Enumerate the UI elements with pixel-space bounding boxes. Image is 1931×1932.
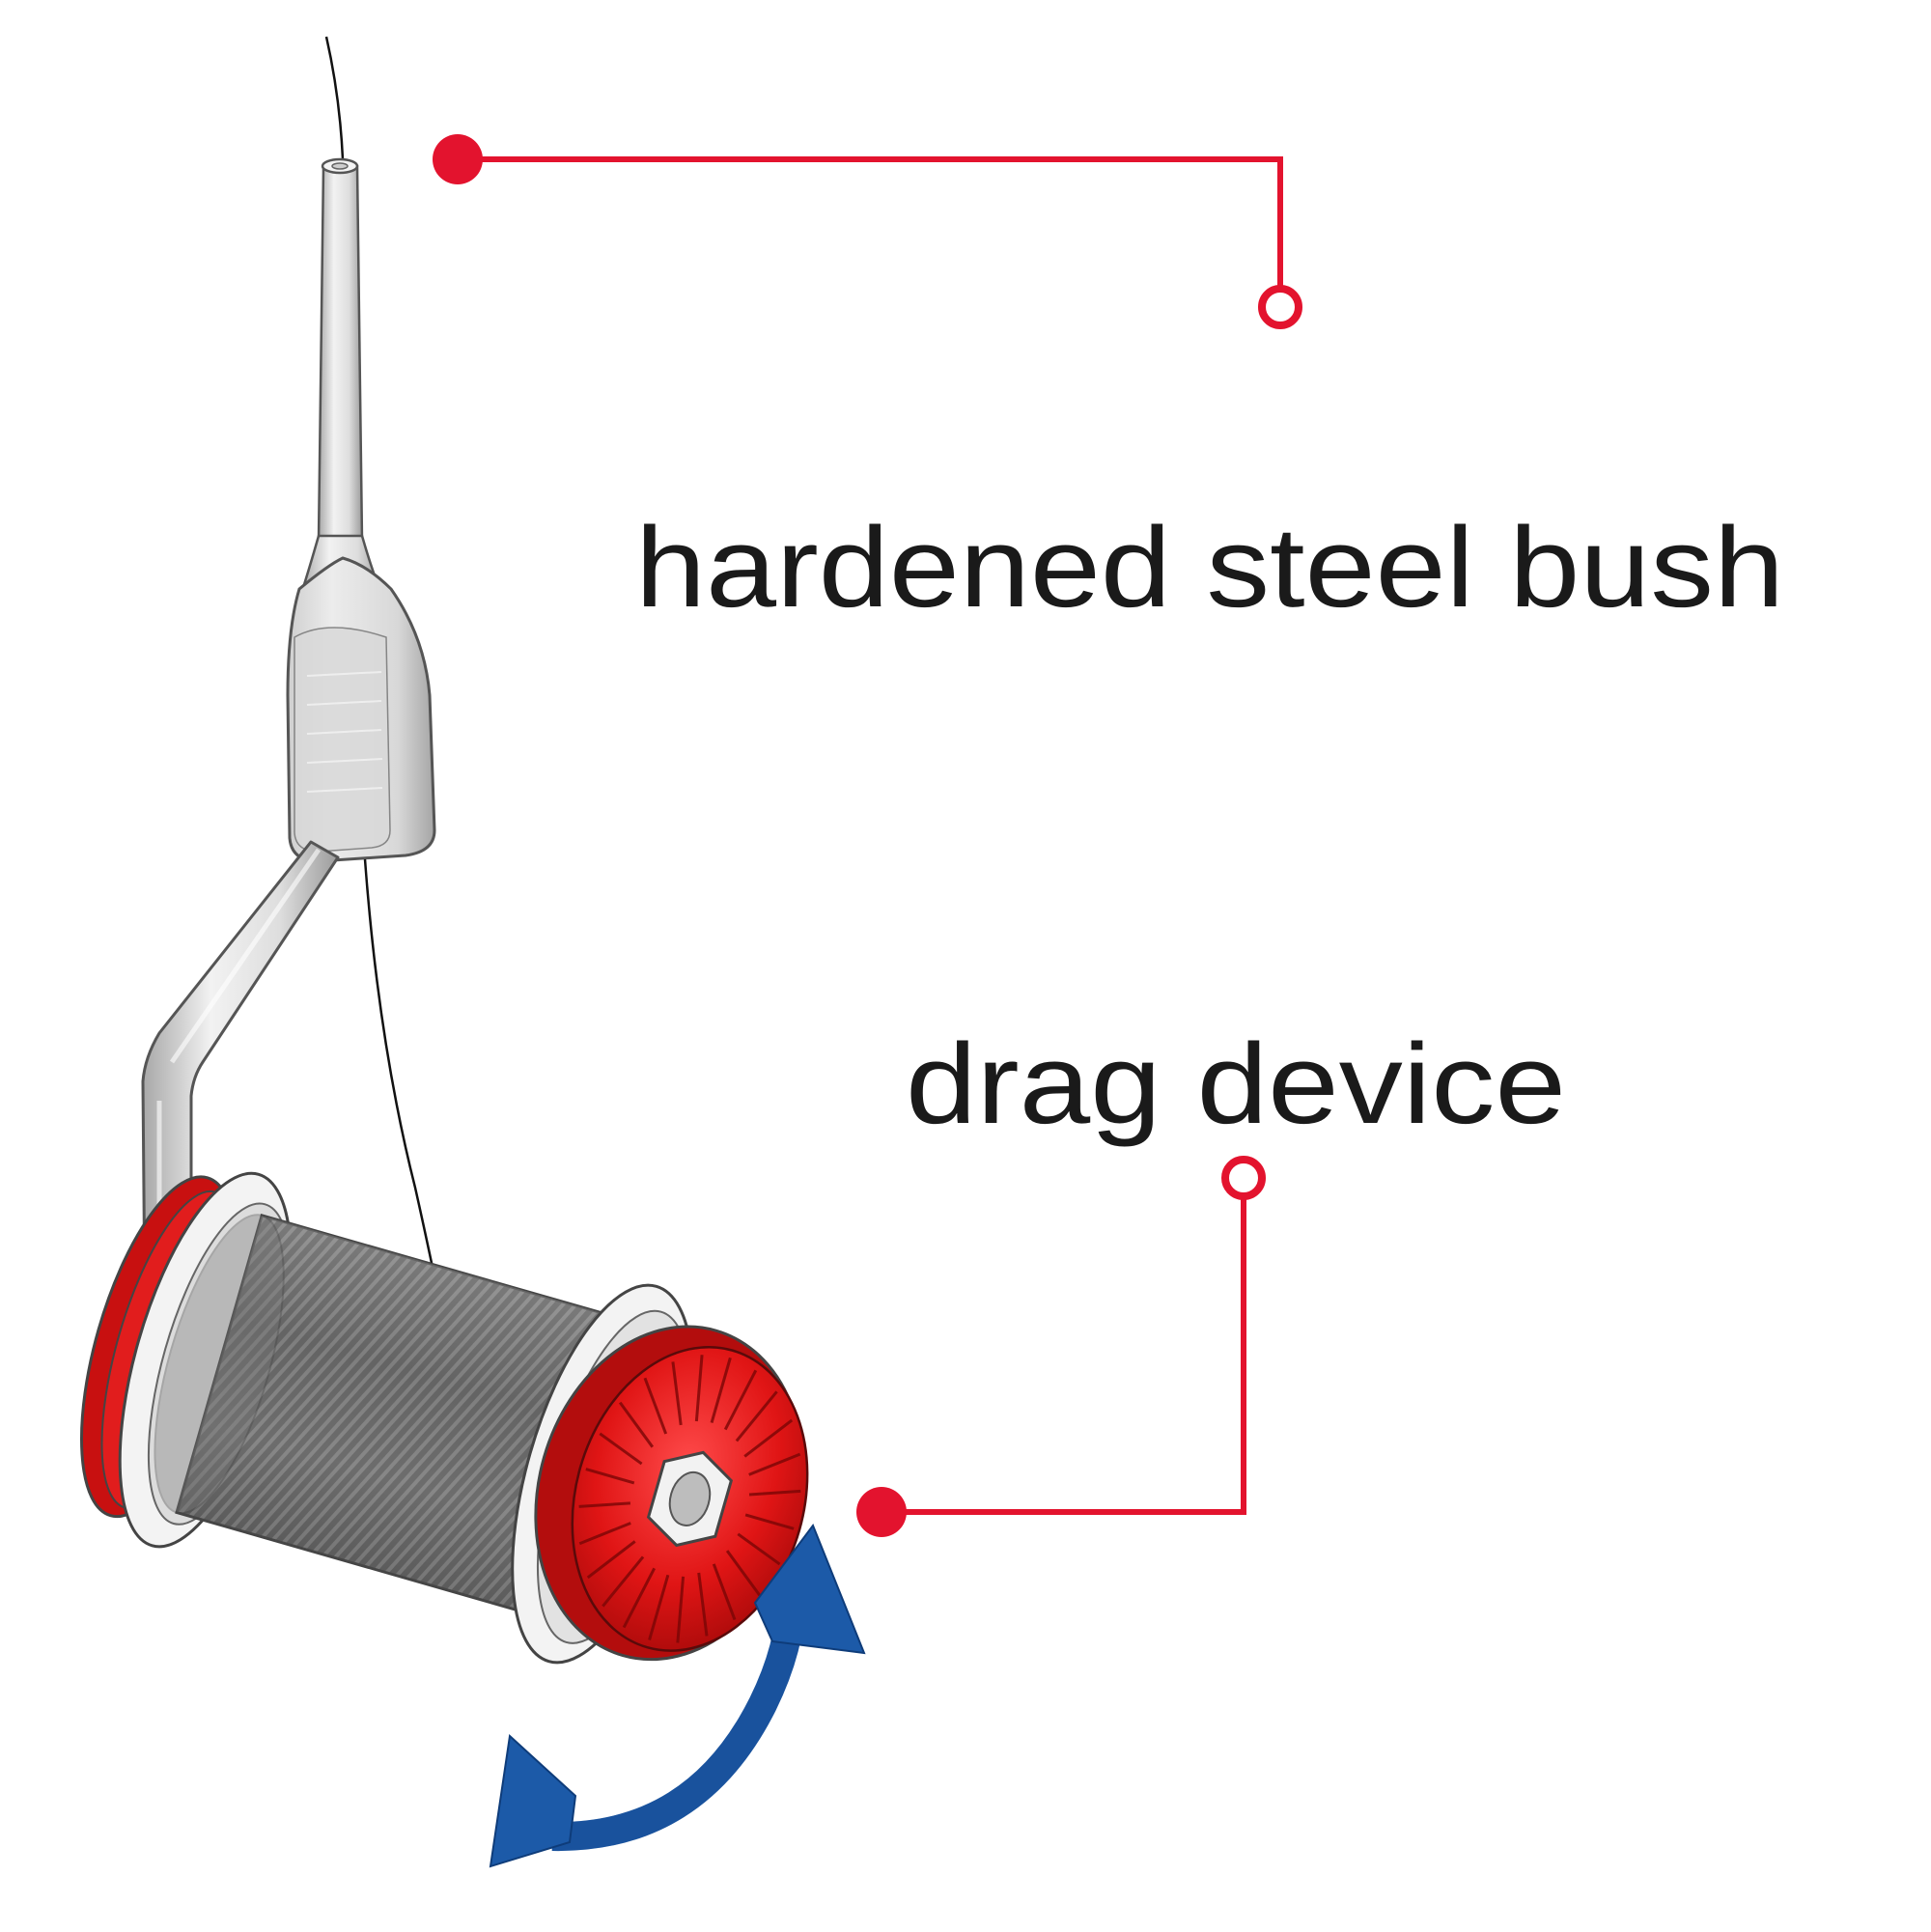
knob-rib [710,1357,732,1424]
knob-rib [694,1355,704,1422]
callout-bush-line [458,156,1283,290]
curved-double-arrow-icon [489,1523,866,1868]
knob-rib [748,1489,801,1497]
callout-drag [856,1156,1266,1537]
filled-dot-icon [433,134,483,184]
knob-rib [586,1540,636,1580]
knob-rib [622,1567,657,1629]
label-drag-device: drag device [906,1021,1566,1148]
knob-rib [744,1513,795,1530]
spool-assembly [79,1171,809,1665]
callout-drag-line [882,1197,1246,1515]
ring-icon [1221,1156,1266,1200]
knob-rib [712,1563,737,1621]
knob-rib [599,1432,643,1466]
guide-body-face [294,627,391,853]
arrowhead-clockwise [753,1523,866,1655]
knob-rib [585,1468,635,1485]
knob-rib [671,1361,683,1426]
ring-icon [1258,285,1302,329]
knob-rib [723,1369,758,1431]
knob-rib [618,1401,655,1448]
knob-rib [643,1377,668,1435]
knob-rib [578,1522,631,1546]
label-hardened-steel-bush: hardened steel bush [635,504,1784,631]
filled-dot-icon [856,1487,907,1537]
center-bore [668,1470,712,1526]
knob-rib [697,1572,709,1637]
thread-guide-illustration [79,36,809,1665]
knob-rib [748,1452,801,1476]
knob-rib [578,1501,631,1508]
knob-rib [676,1576,686,1643]
callout-bush [433,134,1302,329]
knob-rib [743,1418,794,1458]
arrowhead-counterclockwise [489,1733,577,1868]
knob-rib [602,1555,645,1608]
steel-rod [317,164,364,543]
knob-rib [737,1532,781,1566]
knob-rib [725,1550,761,1597]
knob-rib [735,1390,778,1442]
thread-top [324,36,345,160]
knob-rib [648,1574,670,1640]
